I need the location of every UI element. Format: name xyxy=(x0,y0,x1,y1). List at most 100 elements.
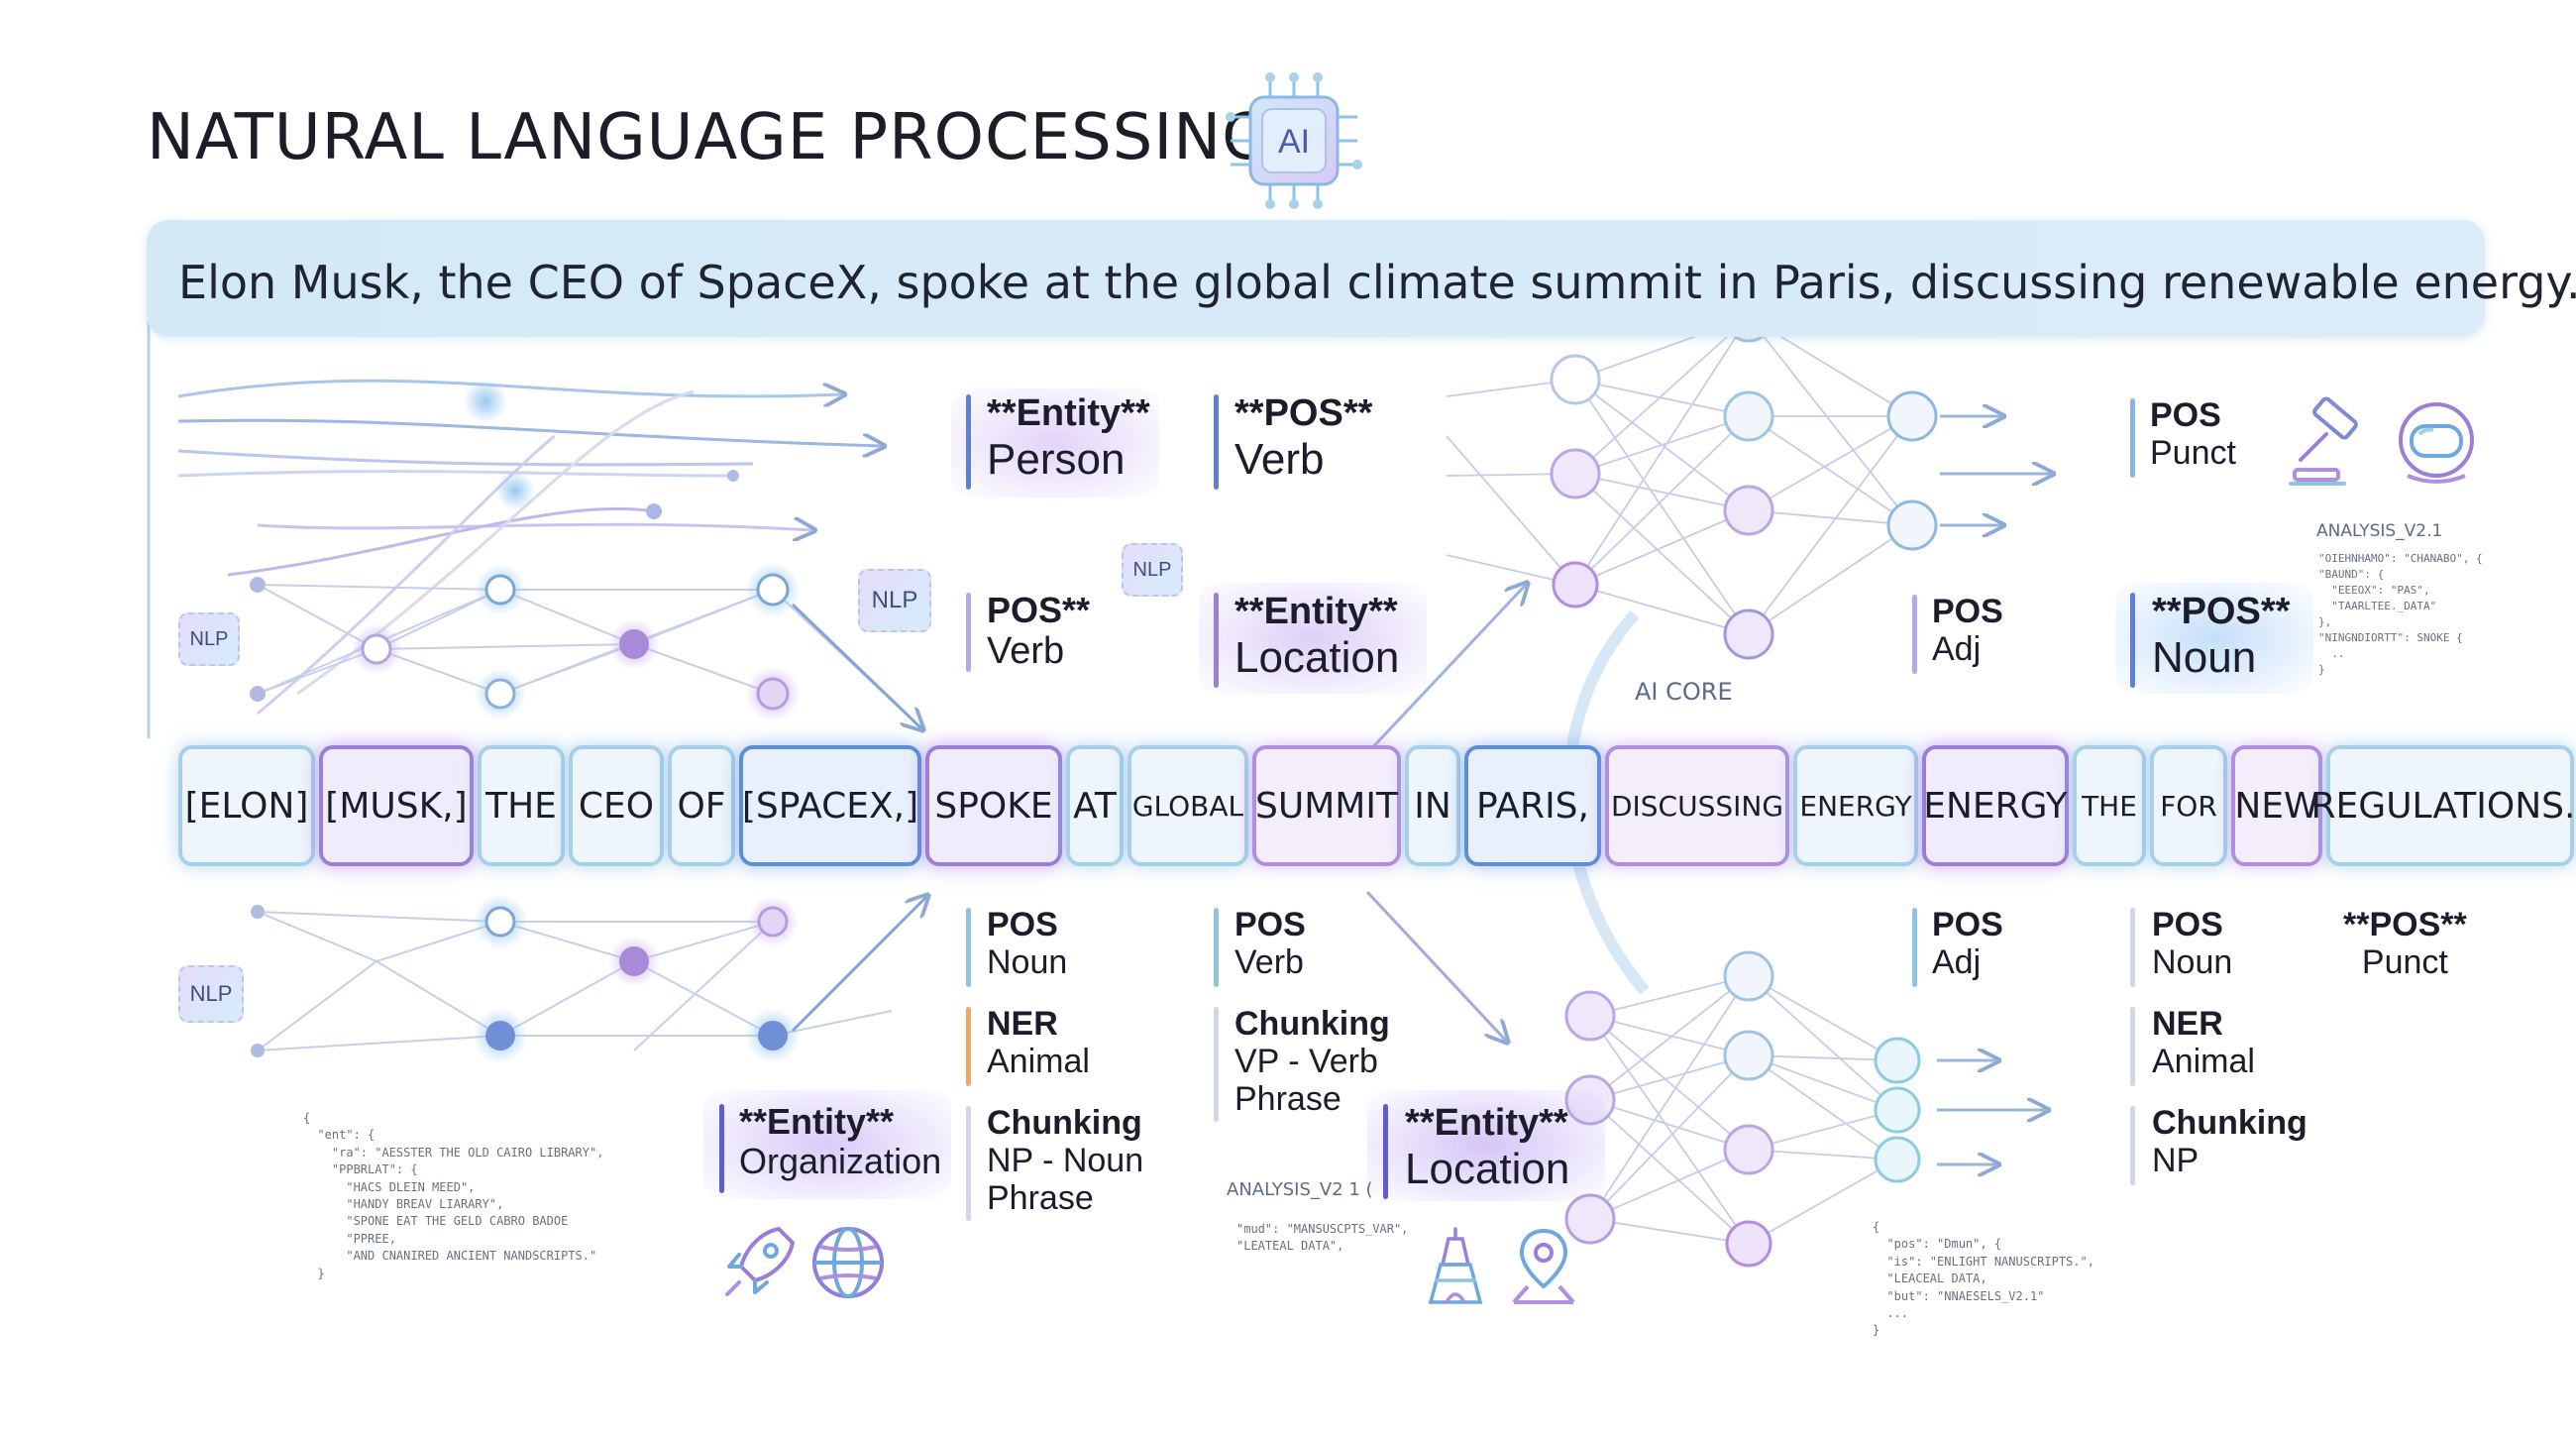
label-key: Chunking xyxy=(2152,1104,2308,1142)
label-bar xyxy=(966,1007,971,1086)
token: [ELON] xyxy=(178,745,315,866)
token: SPOKE xyxy=(925,745,1062,866)
label-key: POS** xyxy=(987,590,1091,630)
label-entity-organization: **Entity** Organization xyxy=(739,1101,942,1182)
label-bar xyxy=(2130,398,2135,478)
label-bar xyxy=(2130,1007,2135,1086)
label-pos-punct: POS Punct xyxy=(2150,396,2236,472)
label-value: Punct xyxy=(2361,943,2448,982)
nlp-badge: NLP xyxy=(858,569,931,632)
glow xyxy=(1199,583,1427,694)
label-key: **POS** xyxy=(1234,392,1373,434)
nlp-badge: NLP xyxy=(178,965,244,1023)
glow xyxy=(2115,583,2313,694)
label-key: **Entity** xyxy=(739,1101,895,1142)
nlp-badge: NLP xyxy=(1122,543,1183,597)
label-bar xyxy=(966,593,971,672)
analysis-label: ANALYSIS_V2.1 xyxy=(2316,521,2443,541)
label-value-2: Phrase xyxy=(987,1179,1094,1218)
token: ENERGY xyxy=(1922,745,2069,866)
label-key: **POS** xyxy=(2152,591,2291,632)
label-pos-verb-3: POS Verb xyxy=(1234,906,1306,981)
token: THE xyxy=(2073,745,2146,866)
ai-chip-icon: AI xyxy=(1226,72,1362,209)
label-bar xyxy=(1214,394,1219,490)
token: [SPACEX,] xyxy=(739,745,921,866)
nlp-badge: NLP xyxy=(178,612,240,666)
label-value: NP xyxy=(2152,1142,2200,1180)
label-pos-verb: **POS** Verb xyxy=(1234,392,1372,484)
token: AT xyxy=(1066,745,1124,866)
gavel-icon xyxy=(2289,396,2358,486)
label-value: Location xyxy=(1234,632,1400,682)
label-pos-adj: POS Adj xyxy=(1932,593,2003,668)
label-value: Organization xyxy=(739,1141,942,1182)
analysis-label-2: ANALYSIS_V2 1 ( xyxy=(1227,1179,1373,1200)
page-title: NATURAL LANGUAGE PROCESSING xyxy=(147,101,1272,174)
label-value: NP - Noun xyxy=(987,1142,1144,1180)
glow xyxy=(703,1090,951,1199)
label-bar xyxy=(966,394,971,490)
label-bar xyxy=(1912,908,1917,987)
label-chunking-np: Chunking NP - Noun Phrase xyxy=(987,1104,1143,1217)
sentence-box xyxy=(147,220,2485,337)
ai-core-label: AI CORE xyxy=(1635,678,1733,706)
label-key: POS xyxy=(1932,593,2003,630)
label-entity-person: **Entity** Person xyxy=(987,392,1150,484)
label-value: Adj xyxy=(1932,943,1982,982)
label-key: POS xyxy=(1932,906,2003,943)
flow-lines-top-left xyxy=(177,379,882,716)
label-value: Noun xyxy=(987,943,1068,982)
astronaut-helmet-icon xyxy=(2399,402,2474,484)
label-bar xyxy=(1214,908,1219,987)
label-key: NER xyxy=(2152,1005,2223,1043)
token: IN xyxy=(1405,745,1460,866)
label-pos-noun-3: POS Noun xyxy=(2152,906,2232,981)
label-ner-animal: NER Animal xyxy=(987,1005,1090,1080)
label-pos-verb-2: POS** Verb xyxy=(987,590,1091,673)
label-pos-noun-2: POS Noun xyxy=(987,906,1067,981)
code-snippet-right-bottom: { "pos": "Dmun", { "is": "ENLIGHT NANUSC… xyxy=(1873,1220,2094,1338)
label-bar xyxy=(1214,593,1219,688)
network-upper-right xyxy=(1446,316,1913,635)
label-value: Noun xyxy=(2152,943,2233,982)
label-bar xyxy=(719,1104,724,1193)
label-bar xyxy=(2130,1106,2135,1185)
token: [MUSK,] xyxy=(319,745,474,866)
label-ner-animal-2: NER Animal xyxy=(2152,1005,2255,1080)
label-entity-location: **Entity** Location xyxy=(1234,591,1399,682)
token: REGULATIONS.] xyxy=(2311,745,2576,866)
code-snippet-mid: "mud": "MANSUSCPTS_VAR", "LEATEAL DATA", xyxy=(1236,1222,1409,1254)
eiffel-tower-icon xyxy=(1428,1227,1483,1304)
label-value: Animal xyxy=(2152,1043,2255,1081)
token: CEO xyxy=(569,745,664,866)
glow xyxy=(1367,1090,1605,1201)
label-bar xyxy=(1214,1007,1219,1122)
label-value-2: Phrase xyxy=(1234,1080,1342,1119)
label-value: Location xyxy=(1405,1144,1570,1193)
glow xyxy=(951,388,1159,498)
label-key: POS xyxy=(987,906,1058,943)
rocket-icon xyxy=(725,1227,795,1296)
network-lower-right xyxy=(1589,975,1898,1245)
label-value: Adj xyxy=(1932,630,1982,669)
location-pin-icon xyxy=(1512,1229,1575,1304)
label-entity-location-2: **Entity** Location xyxy=(1405,1102,1569,1193)
label-pos-adj-2: POS Adj xyxy=(1932,906,2003,981)
token: SUMMIT xyxy=(1252,745,1401,866)
label-value: Animal xyxy=(987,1043,1090,1081)
label-bar xyxy=(966,1106,971,1221)
token: NEW xyxy=(2231,745,2322,866)
label-bar xyxy=(1383,1104,1388,1199)
label-key: Chunking xyxy=(987,1104,1142,1142)
label-chunking-vp: Chunking VP - Verb Phrase xyxy=(1234,1005,1390,1118)
label-value: Verb xyxy=(987,630,1065,673)
label-key: **Entity** xyxy=(987,392,1150,434)
label-value: Verb xyxy=(1234,943,1304,982)
globe-icon xyxy=(812,1227,884,1298)
label-chunking-np-2: Chunking NP xyxy=(2152,1104,2308,1179)
label-value: Person xyxy=(987,434,1126,484)
label-bar xyxy=(966,908,971,987)
label-value: Noun xyxy=(2152,632,2257,682)
token: ENERGY xyxy=(1793,745,1918,866)
